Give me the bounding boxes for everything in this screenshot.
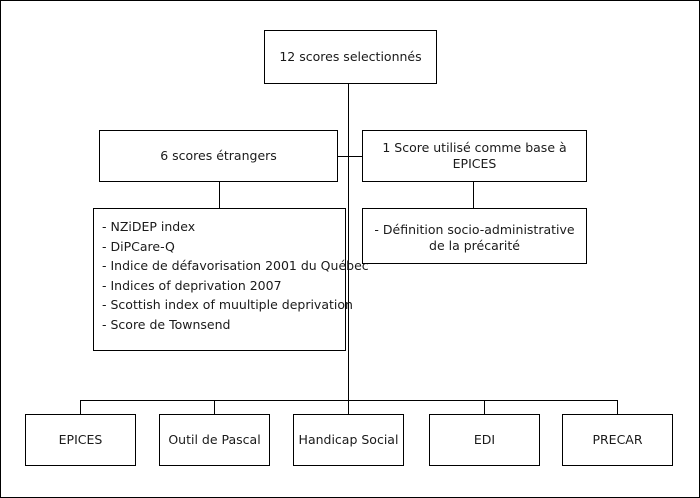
- root-label: 12 scores selectionnés: [279, 49, 422, 64]
- foreign-scores-box: 6 scores étrangers: [99, 130, 338, 182]
- connector-output-2: [214, 400, 215, 414]
- base-score-detail-box: - Définition socio-administrative de la …: [362, 208, 587, 264]
- output-precar-box: PRECAR: [562, 414, 673, 466]
- connector-root-trunk: [348, 84, 349, 401]
- base-score-box: 1 Score utilisé comme base à EPICES: [362, 130, 587, 182]
- connector-base-down: [473, 182, 474, 208]
- base-detail-line-1: - Définition socio-administrative: [374, 222, 575, 237]
- list-item: - Indices of deprivation 2007: [102, 277, 282, 293]
- connector-mid-horizontal: [338, 156, 362, 157]
- output-label: Outil de Pascal: [168, 432, 261, 447]
- connector-output-1: [80, 400, 81, 414]
- connector-output-5: [617, 400, 618, 414]
- list-item: - NZiDEP index: [102, 219, 196, 234]
- connector-output-3: [348, 400, 349, 414]
- output-label: PRECAR: [592, 432, 643, 447]
- connector-foreign-down: [219, 182, 220, 208]
- list-item: - Score de Townsend: [102, 316, 231, 332]
- list-item: - Indice de défavorisation 2001 du Québe…: [102, 258, 369, 273]
- list-item: - Scottish index of muultiple deprivatio…: [102, 297, 353, 312]
- list-item: - DiPCare-Q: [102, 238, 175, 254]
- connector-bottom-horizontal: [80, 400, 618, 401]
- output-outil-de-pascal-box: Outil de Pascal: [159, 414, 270, 466]
- output-edi-box: EDI: [429, 414, 540, 466]
- output-label: EDI: [473, 432, 496, 447]
- output-label: Handicap Social: [298, 432, 399, 447]
- output-epices-box: EPICES: [25, 414, 136, 466]
- output-label: EPICES: [58, 432, 103, 447]
- base-score-label: 1 Score utilisé comme base à EPICES: [382, 140, 567, 171]
- foreign-scores-label: 6 scores étrangers: [160, 148, 277, 163]
- output-handicap-social-box: Handicap Social: [293, 414, 404, 466]
- connector-output-4: [484, 400, 485, 414]
- base-detail-line-2: de la précarité: [429, 238, 520, 253]
- foreign-scores-list: - NZiDEP index - DiPCare-Q - Indice de d…: [93, 208, 369, 351]
- root-box: 12 scores selectionnés: [264, 30, 437, 84]
